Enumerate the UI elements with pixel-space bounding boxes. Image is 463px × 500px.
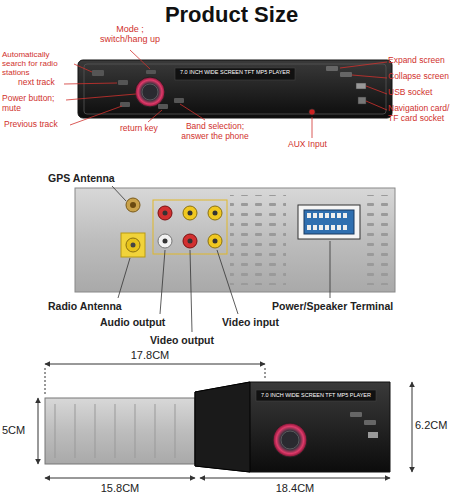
- screen-print: 7.0 INCH WIDE SCREEN TFT MP5 PLAYER: [176, 69, 294, 75]
- connector-label: Video input: [222, 316, 279, 328]
- screen-print: 7.0 INCH WIDE SCREEN TFT MP5 PLAYER: [257, 392, 375, 398]
- connector-label: Video output: [150, 334, 214, 346]
- button-label: next track: [18, 78, 55, 88]
- button-label: Expand screen: [388, 56, 460, 66]
- button-label: Previous track: [4, 120, 58, 130]
- dimension: 6.2CM: [415, 419, 447, 432]
- socket-label: AUX Input: [288, 140, 327, 150]
- title: Product Size: [0, 2, 463, 28]
- side-view: [45, 382, 390, 472]
- connector-label: Power/Speaker Terminal: [272, 300, 393, 312]
- back-panel: [75, 188, 395, 292]
- button-label: Automatically search for radio stations: [2, 50, 74, 78]
- dimension: 5CM: [2, 424, 25, 437]
- button-label: Collapse screen: [388, 72, 460, 82]
- connector-label: Radio Antenna: [48, 300, 122, 312]
- connector-label: Audio output: [100, 316, 165, 328]
- button-label: Mode ; switch/hang up: [92, 24, 168, 45]
- dimension-lines: [38, 364, 412, 478]
- dimension: 17.8CM: [120, 349, 180, 362]
- dimension: 18.4CM: [265, 482, 325, 495]
- button-label: Power button; mute: [2, 94, 66, 114]
- socket-label: Navigation card/ TF card socket: [388, 104, 460, 124]
- connector-label: GPS Antenna: [48, 172, 115, 184]
- socket-label: USB socket: [388, 88, 460, 98]
- dimension: 15.8CM: [90, 482, 150, 495]
- front-panel: [78, 60, 392, 118]
- button-label: Band selection; answer the phone: [172, 122, 258, 142]
- button-label: return key: [120, 124, 158, 134]
